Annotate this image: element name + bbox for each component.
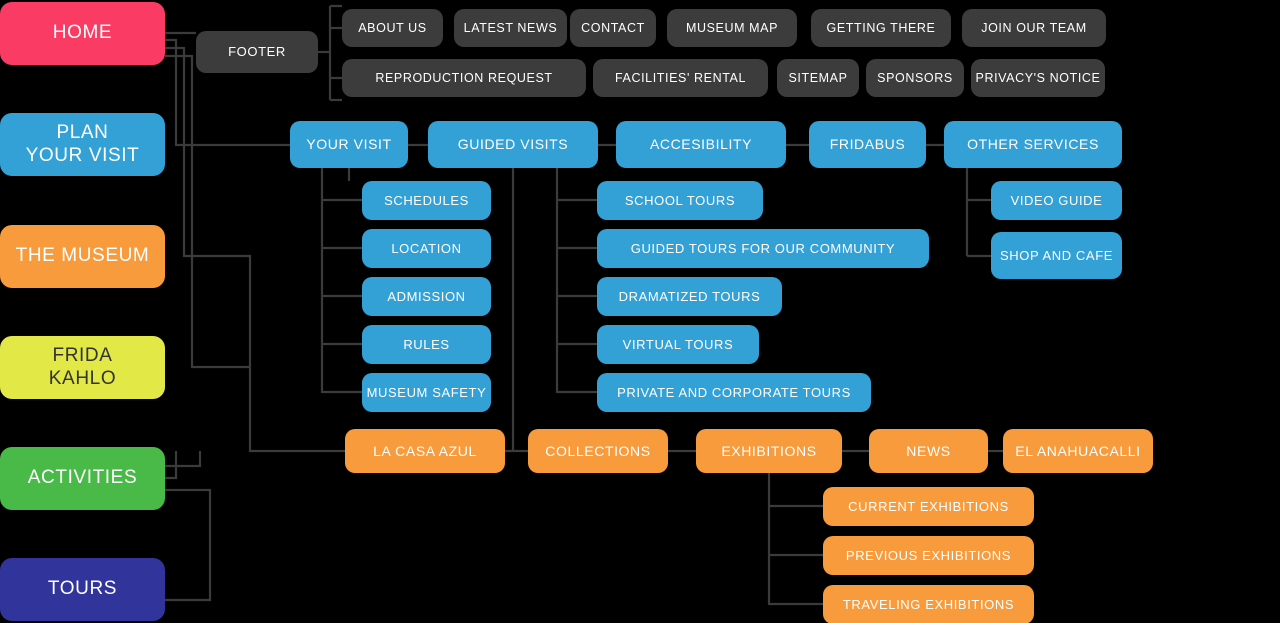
- footer-item-facilities-rental[interactable]: FACILITIES' RENTAL: [593, 59, 768, 97]
- node-museum-safety-label: MUSEUM SAFETY: [366, 384, 487, 400]
- node-private-and-corporate-tours-label: PRIVATE AND CORPORATE TOURS: [617, 384, 851, 400]
- nav-item-home[interactable]: HOME: [0, 2, 165, 65]
- footer-item-sitemap[interactable]: SITEMAP: [777, 59, 859, 97]
- node-la-casa-azul[interactable]: LA CASA AZUL: [345, 429, 505, 473]
- node-accesibility-label: ACCESIBILITY: [649, 136, 753, 153]
- node-rules-label: RULES: [403, 336, 450, 352]
- footer-item-reproduction-request-label: REPRODUCTION REQUEST: [375, 70, 553, 85]
- nav-item-home-label: HOME: [52, 22, 113, 44]
- node-guided-tours-for-our-community[interactable]: GUIDED TOURS FOR OUR COMMUNITY: [597, 229, 929, 268]
- node-other-services[interactable]: OTHER SERVICES: [944, 121, 1122, 168]
- node-location[interactable]: LOCATION: [362, 229, 491, 268]
- nav-item-activities-label: ACTIVITIES: [27, 467, 138, 489]
- node-guided-tours-for-our-community-label: GUIDED TOURS FOR OUR COMMUNITY: [630, 240, 896, 256]
- node-news-label: NEWS: [906, 442, 951, 459]
- node-virtual-tours[interactable]: VIRTUAL TOURS: [597, 325, 759, 364]
- footer-item-latest-news-label: LATEST NEWS: [463, 20, 558, 35]
- node-current-exhibitions[interactable]: CURRENT EXHIBITIONS: [823, 487, 1034, 526]
- node-traveling-exhibitions-label: TRAVELING EXHIBITIONS: [842, 596, 1015, 612]
- footer-item-privacys-notice[interactable]: PRIVACY'S NOTICE: [971, 59, 1105, 97]
- footer-node-label: FOOTER: [228, 44, 286, 60]
- nav-item-plan-your-visit[interactable]: PLAN YOUR VISIT: [0, 113, 165, 176]
- footer-item-sponsors-label: SPONSORS: [877, 70, 953, 85]
- node-video-guide-label: VIDEO GUIDE: [1010, 192, 1103, 208]
- node-exhibitions-label: EXHIBITIONS: [721, 442, 817, 459]
- node-el-anahuacalli-label: EL ANAHUACALLI: [1015, 442, 1141, 459]
- footer-item-sitemap-label: SITEMAP: [788, 70, 848, 85]
- node-virtual-tours-label: VIRTUAL TOURS: [622, 336, 734, 352]
- node-your-visit-label: YOUR VISIT: [306, 136, 392, 153]
- node-previous-exhibitions[interactable]: PREVIOUS EXHIBITIONS: [823, 536, 1034, 575]
- footer-item-facilities-rental-label: FACILITIES' RENTAL: [614, 70, 747, 85]
- node-shop-and-cafe[interactable]: SHOP AND CAFE: [991, 232, 1122, 279]
- node-guided-visits-label: GUIDED VISITS: [457, 136, 569, 153]
- node-school-tours-label: SCHOOL TOURS: [624, 192, 736, 208]
- node-exhibitions[interactable]: EXHIBITIONS: [696, 429, 842, 473]
- footer-item-privacys-notice-label: PRIVACY'S NOTICE: [975, 70, 1101, 85]
- node-fridabus[interactable]: FRIDABUS: [809, 121, 926, 168]
- node-admission[interactable]: ADMISSION: [362, 277, 491, 316]
- node-dramatized-tours[interactable]: DRAMATIZED TOURS: [597, 277, 782, 316]
- node-fridabus-label: FRIDABUS: [829, 136, 906, 153]
- node-museum-safety[interactable]: MUSEUM SAFETY: [362, 373, 491, 412]
- node-guided-visits[interactable]: GUIDED VISITS: [428, 121, 598, 168]
- node-schedules-label: SCHEDULES: [384, 192, 469, 208]
- footer-item-contact[interactable]: CONTACT: [570, 9, 656, 47]
- node-your-visit[interactable]: YOUR VISIT: [290, 121, 408, 168]
- node-admission-label: ADMISSION: [387, 288, 466, 304]
- nav-item-tours-label: TOURS: [47, 578, 118, 600]
- footer-item-reproduction-request[interactable]: REPRODUCTION REQUEST: [342, 59, 586, 97]
- nav-item-the-museum[interactable]: THE MUSEUM: [0, 225, 165, 288]
- node-video-guide[interactable]: VIDEO GUIDE: [991, 181, 1122, 220]
- node-current-exhibitions-label: CURRENT EXHIBITIONS: [848, 498, 1009, 514]
- footer-item-join-our-team-label: JOIN OUR TEAM: [981, 20, 1087, 35]
- node-other-services-label: OTHER SERVICES: [967, 136, 1099, 153]
- node-traveling-exhibitions[interactable]: TRAVELING EXHIBITIONS: [823, 585, 1034, 623]
- node-dramatized-tours-label: DRAMATIZED TOURS: [618, 288, 761, 304]
- nav-item-frida-kahlo[interactable]: FRIDA KAHLO: [0, 336, 165, 399]
- node-location-label: LOCATION: [391, 240, 462, 256]
- footer-item-museum-map[interactable]: MUSEUM MAP: [667, 9, 797, 47]
- footer-item-latest-news[interactable]: LATEST NEWS: [454, 9, 567, 47]
- nav-item-plan-your-visit-label: PLAN YOUR VISIT: [25, 122, 140, 166]
- nav-item-activities[interactable]: ACTIVITIES: [0, 447, 165, 510]
- footer-item-join-our-team[interactable]: JOIN OUR TEAM: [962, 9, 1106, 47]
- footer-item-about-us-label: ABOUT US: [358, 20, 427, 35]
- node-rules[interactable]: RULES: [362, 325, 491, 364]
- nav-item-tours[interactable]: TOURS: [0, 558, 165, 621]
- node-la-casa-azul-label: LA CASA AZUL: [373, 442, 477, 459]
- node-accesibility[interactable]: ACCESIBILITY: [616, 121, 786, 168]
- nav-item-frida-kahlo-label: FRIDA KAHLO: [48, 345, 117, 389]
- node-private-and-corporate-tours[interactable]: PRIVATE AND CORPORATE TOURS: [597, 373, 871, 412]
- node-schedules[interactable]: SCHEDULES: [362, 181, 491, 220]
- footer-item-contact-label: CONTACT: [581, 20, 645, 35]
- node-previous-exhibitions-label: PREVIOUS EXHIBITIONS: [845, 547, 1012, 563]
- footer-item-about-us[interactable]: ABOUT US: [342, 9, 443, 47]
- node-el-anahuacalli[interactable]: EL ANAHUACALLI: [1003, 429, 1153, 473]
- footer-item-getting-there-label: GETTING THERE: [826, 20, 936, 35]
- node-shop-and-cafe-label: SHOP AND CAFE: [999, 247, 1114, 263]
- footer-item-getting-there[interactable]: GETTING THERE: [811, 9, 951, 47]
- node-school-tours[interactable]: SCHOOL TOURS: [597, 181, 763, 220]
- footer-item-museum-map-label: MUSEUM MAP: [685, 20, 779, 35]
- node-collections[interactable]: COLLECTIONS: [528, 429, 668, 473]
- node-collections-label: COLLECTIONS: [545, 442, 651, 459]
- node-news[interactable]: NEWS: [869, 429, 988, 473]
- nav-item-the-museum-label: THE MUSEUM: [15, 245, 150, 267]
- footer-item-sponsors[interactable]: SPONSORS: [866, 59, 964, 97]
- footer-node[interactable]: FOOTER: [196, 31, 318, 73]
